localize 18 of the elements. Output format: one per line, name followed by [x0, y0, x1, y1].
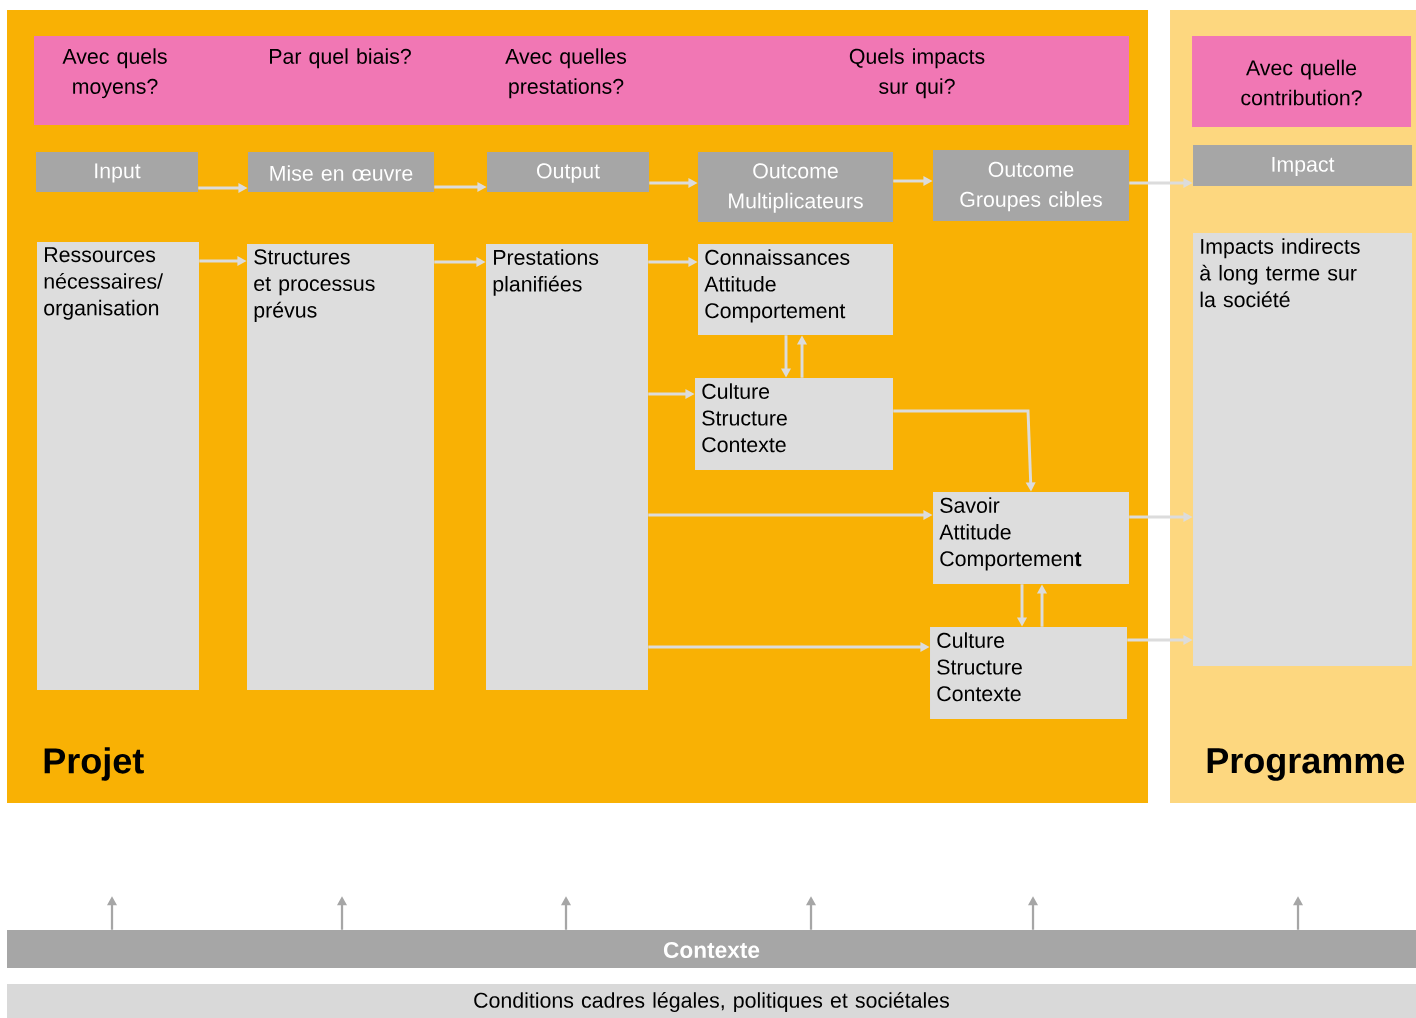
content-box: Culture Structure Contexte — [695, 378, 893, 470]
content-box: Prestations planifiées — [486, 244, 648, 690]
conditions-bar: Conditions cadres légales, politiques et sociétales — [7, 984, 1416, 1018]
context-bar: Contexte — [7, 930, 1416, 968]
stage-header: Mise en œuvre — [248, 152, 434, 192]
content-box: Structures et processus prévus — [247, 244, 434, 690]
content-box: Savoir Attitude Comportement — [933, 492, 1129, 584]
content-box: Impacts indirects à long terme sur la société — [1193, 233, 1412, 666]
content-box: Connaissances Attitude Comportement — [698, 244, 893, 335]
stage-header: Input — [36, 152, 198, 192]
stage-header: Outcome Groupes cibles — [933, 150, 1129, 221]
stage-header: Outcome Multiplicateurs — [698, 152, 893, 222]
question-band: Avec quels moyens? Par quel biais? Avec quelles prestations? Quels impacts sur qui? — [34, 36, 1129, 125]
stage-header: Impact — [1193, 145, 1412, 186]
content-box: Culture Structure Contexte — [930, 627, 1127, 719]
content-box: Ressources nécessaires/ organisation — [37, 242, 199, 690]
question-band: Avec quelle contribution? — [1192, 36, 1411, 127]
stage-header: Output — [487, 152, 649, 192]
